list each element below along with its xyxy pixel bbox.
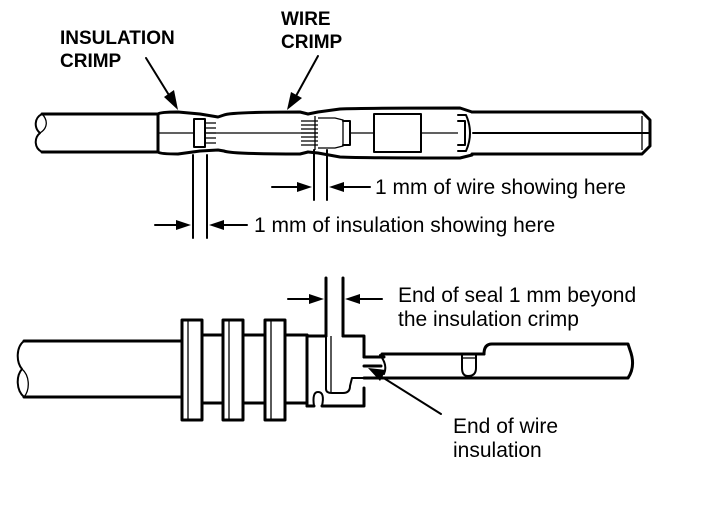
seal-rib-1 bbox=[180, 318, 204, 422]
wire-crimp-callout: WIRE CRIMP bbox=[281, 9, 343, 110]
seal-dim-left-arrow-icon bbox=[345, 294, 360, 304]
seal-rib-3 bbox=[263, 318, 287, 422]
bottom-wire-cable bbox=[16, 339, 184, 399]
seal-label-line2: the insulation crimp bbox=[398, 308, 579, 331]
wire-crimp-label-line2: CRIMP bbox=[281, 32, 343, 53]
insulation-crimp-label-line2: CRIMP bbox=[60, 51, 122, 72]
bottom-terminal-view: End of seal 1 mm beyond the insulation c… bbox=[16, 276, 636, 462]
top-terminal-view: INSULATION CRIMP WIRE CRIMP 1 mm of wire… bbox=[34, 9, 652, 239]
wire-insulation-label-line2: insulation bbox=[453, 439, 542, 462]
bottom-seal bbox=[180, 318, 309, 422]
top-wire-cable bbox=[34, 112, 160, 154]
wire-showing-dimension: 1 mm of wire showing here bbox=[271, 149, 626, 201]
wire-insulation-label-line1: End of wire bbox=[453, 415, 558, 438]
seal-rib-2 bbox=[221, 318, 245, 422]
wire-dim-left-arrow-icon bbox=[329, 182, 344, 192]
seal-dim-right-arrow-icon bbox=[309, 294, 324, 304]
wire-showing-label: 1 mm of wire showing here bbox=[375, 176, 626, 199]
wire-insulation-arrowhead-icon bbox=[368, 368, 386, 381]
insulation-crimp-label-line1: INSULATION bbox=[60, 28, 175, 49]
insulation-showing-dimension: 1 mm of insulation showing here bbox=[154, 154, 555, 239]
insulation-dim-right-arrow-icon bbox=[176, 220, 191, 230]
wire-crimp-arrowhead-icon bbox=[287, 92, 302, 110]
seal-dimension: End of seal 1 mm beyond the insulation c… bbox=[287, 276, 636, 338]
insulation-crimp-callout: INSULATION CRIMP bbox=[60, 28, 178, 110]
insulation-dim-left-arrow-icon bbox=[209, 220, 224, 230]
wire-insulation-callout: End of wire insulation bbox=[368, 368, 558, 462]
wire-dim-right-arrow-icon bbox=[297, 182, 312, 192]
bottom-terminal-crimp bbox=[305, 334, 635, 408]
insulation-crimp-arrowhead-icon bbox=[164, 90, 178, 110]
top-terminal-body bbox=[156, 106, 652, 160]
seal-label-line1: End of seal 1 mm beyond bbox=[398, 284, 636, 307]
insulation-showing-label: 1 mm of insulation showing here bbox=[254, 214, 555, 237]
wire-crimp-label-line1: WIRE bbox=[281, 9, 331, 30]
